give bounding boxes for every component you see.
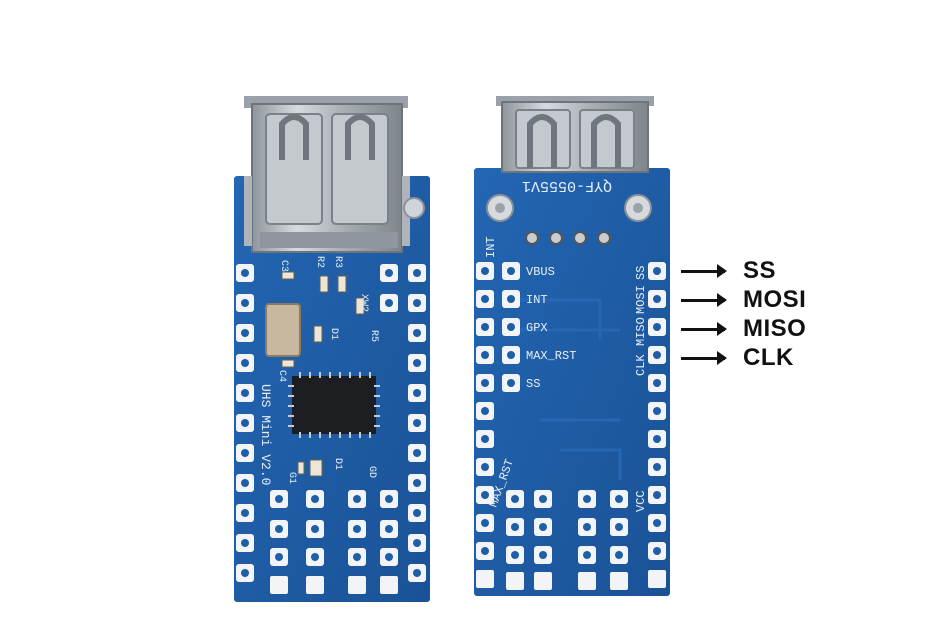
back-pcb: [474, 168, 670, 596]
arrow-right-icon: [681, 350, 727, 365]
svg-text:C4: C4: [276, 370, 287, 382]
svg-text:R2: R2: [314, 256, 325, 268]
back-usb-connector: [486, 96, 654, 245]
front-model-label: UHS Mini V2.0: [258, 384, 273, 485]
front-components: [265, 271, 380, 477]
svg-text:GPX: GPX: [526, 321, 548, 335]
callout-mosi: MOSI: [681, 286, 831, 314]
svg-text:MOSI: MOSI: [634, 285, 648, 314]
front-board: UHS Mini V2.0 C3 R2 R3 XW2 R5 D1 C4 G1 D…: [234, 96, 430, 602]
front-silkscreen: UHS Mini V2.0 C3 R2 R3 XW2 R5 D1 C4 G1 D…: [258, 256, 379, 485]
svg-text:MAX_RST: MAX_RST: [526, 349, 576, 363]
callout-miso: MISO: [681, 315, 831, 343]
crystal-oscillator: [265, 303, 301, 357]
svg-text:MISO: MISO: [634, 317, 648, 346]
svg-text:R5: R5: [368, 330, 379, 342]
svg-text:XW2: XW2: [358, 294, 369, 312]
svg-text:VCC: VCC: [634, 490, 648, 512]
back-silkscreen: INT MAX_RST VBUS INT GPX MAX_RST SS SS M…: [484, 236, 648, 512]
back-board: QYF-0555V1: [474, 96, 670, 596]
svg-text:VBUS: VBUS: [526, 265, 555, 279]
back-part-number: QYF-0555V1: [522, 177, 612, 194]
arrow-right-icon: [681, 292, 727, 307]
svg-text:SS: SS: [526, 377, 540, 391]
callout-label: SS: [743, 257, 777, 284]
front-usb-connector: [244, 96, 425, 253]
arrow-right-icon: [681, 321, 727, 336]
callout-ss: SS: [681, 257, 831, 285]
svg-text:INT: INT: [484, 236, 498, 258]
callout-label: CLK: [743, 344, 794, 371]
svg-text:G1: G1: [286, 472, 297, 484]
svg-text:R3: R3: [332, 256, 343, 268]
main-ic-chip: [292, 376, 376, 434]
callout-clk: CLK: [681, 344, 831, 372]
callout-label: MISO: [743, 315, 807, 342]
arrow-right-icon: [681, 263, 727, 278]
svg-text:C3: C3: [278, 260, 289, 272]
svg-text:D1: D1: [332, 458, 343, 470]
svg-text:D1: D1: [328, 328, 339, 340]
svg-text:SS: SS: [634, 266, 648, 280]
back-pads: [476, 262, 666, 590]
svg-text:GD: GD: [366, 466, 377, 478]
callout-label: MOSI: [743, 286, 807, 313]
svg-text:CLK: CLK: [634, 354, 648, 376]
svg-text:INT: INT: [526, 293, 548, 307]
